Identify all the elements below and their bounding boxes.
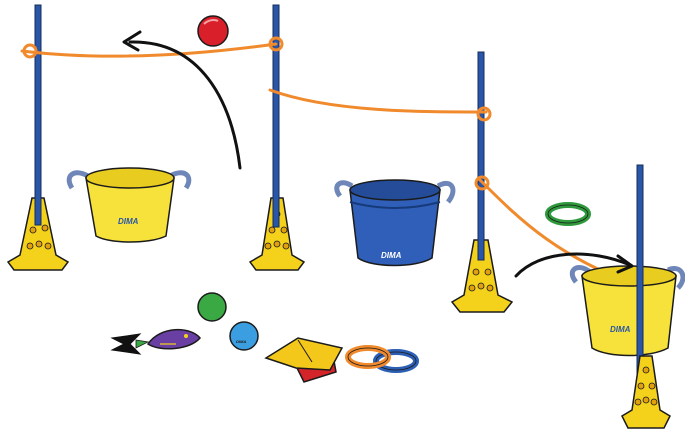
pole-4 [637,165,643,380]
red-ball [198,16,228,46]
green-ring [548,205,588,223]
green-ball [198,293,226,321]
blue-ball: DIMA [230,322,258,350]
pole-stand-1 [8,5,68,270]
pole-1 [35,5,41,225]
bucket-brand-label: DIMA [381,251,402,260]
bucket-brand-label: DIMA [118,217,139,226]
rope [22,38,651,297]
pole-3 [478,52,484,260]
ball-brand-label: DIMA [236,339,246,344]
bucket-brand-label: DIMA [610,325,631,334]
bucket-yellow-1: DIMA [69,168,189,242]
bean-bag-yellow [266,338,342,370]
bucket-blue: DIMA [337,180,453,266]
foam-dart [112,330,200,354]
bucket-yellow-2: DIMA [572,266,683,356]
